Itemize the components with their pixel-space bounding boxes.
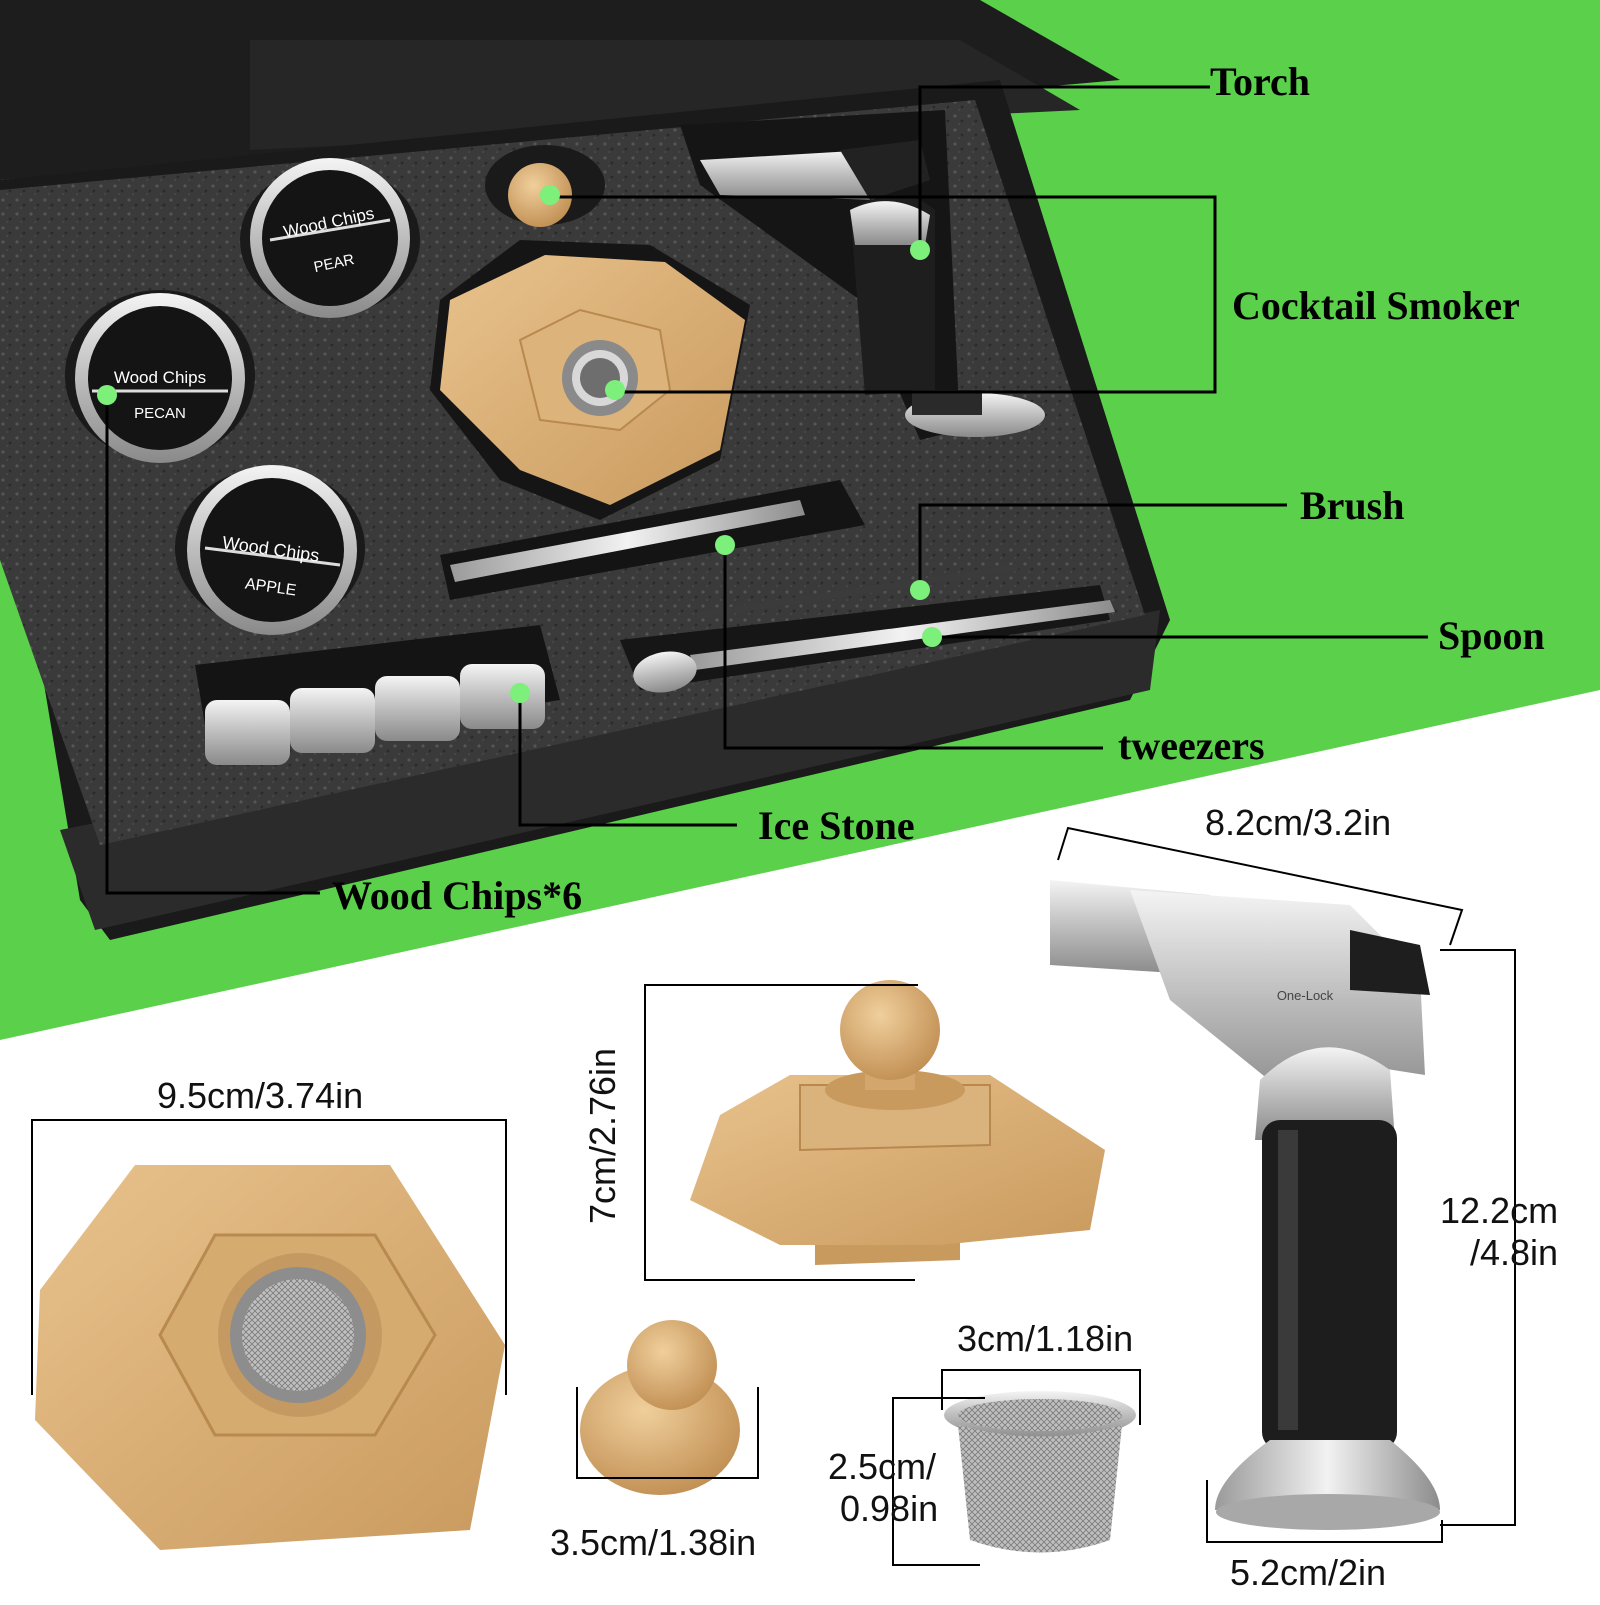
ice-stones-in-box xyxy=(205,664,545,765)
torch-marking-label: One-Lock xyxy=(1277,988,1334,1003)
mesh-basket-photo xyxy=(944,1391,1136,1553)
lid-height-label: 7cm/2.76in xyxy=(582,1047,624,1225)
brush-callout-label: Brush xyxy=(1300,483,1405,528)
torch-base-label: 5.2cm/2in xyxy=(1230,1552,1387,1593)
box-side xyxy=(60,610,1160,930)
mesh-height-label-2: 0.98in xyxy=(840,1488,939,1529)
smoker-base-photo xyxy=(35,1165,505,1550)
brush-in-box xyxy=(696,564,1019,619)
spoon-callout-label: Spoon xyxy=(1438,613,1545,658)
torch-callout-label: Torch xyxy=(1210,59,1311,104)
mesh-width-label: 3cm/1.18in xyxy=(957,1318,1134,1359)
ice-stone-callout-label: Ice Stone xyxy=(758,803,915,848)
knob-photo xyxy=(580,1320,740,1495)
spoon-in-box xyxy=(633,600,1115,693)
callout-lines xyxy=(105,85,1428,895)
wood-chips-tin-pecan: Wood Chips PECAN xyxy=(75,293,245,463)
tweezers-callout-label: tweezers xyxy=(1118,723,1265,768)
mesh-height-label-1: 2.5cm/ xyxy=(828,1446,937,1487)
dimension-lines xyxy=(31,826,1516,1566)
wood-chips-tin-pear: Wood Chips PEAR xyxy=(250,158,410,318)
tweezers-in-box xyxy=(450,500,805,582)
callout-dots xyxy=(97,185,942,703)
base-width-label: 9.5cm/3.74in xyxy=(157,1075,364,1116)
tin-brand-label: Wood Chips xyxy=(114,368,206,387)
wood-chips-callout-label: Wood Chips*6 xyxy=(332,873,583,918)
knob-width-label: 3.5cm/1.38in xyxy=(550,1522,757,1563)
torch-width-label: 8.2cm/3.2in xyxy=(1205,802,1392,843)
cocktail-smoker-callout-label: Cocktail Smoker xyxy=(1232,283,1520,328)
torch-photo: One-Lock xyxy=(1050,880,1440,1530)
torch-height-label-1: 12.2cm xyxy=(1440,1190,1559,1231)
smoker-lid-photo xyxy=(690,980,1105,1265)
torch-height-label-2: /4.8in xyxy=(1470,1232,1559,1273)
tin-flavor-label: PECAN xyxy=(134,405,186,422)
wood-chips-tin-apple: Wood Chips APPLE xyxy=(187,465,357,635)
